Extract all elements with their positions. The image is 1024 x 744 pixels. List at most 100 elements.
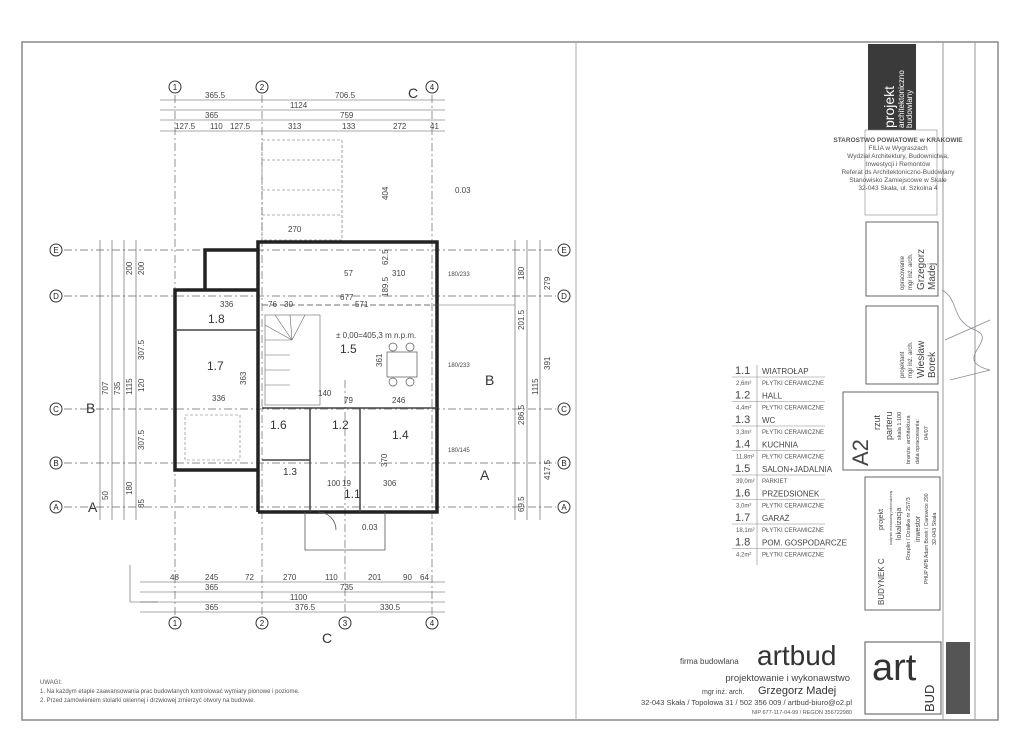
- section-mark: A: [88, 499, 98, 515]
- inner-dimensions: 336 76 30 677 571 57 310 189.5 62.5 404 …: [212, 186, 471, 532]
- location-value: Rzeplin / Działka nr 257/3: [906, 497, 912, 560]
- section-mark: B: [86, 400, 95, 416]
- room-label: 1.2: [332, 418, 349, 432]
- dim-label: 707: [101, 381, 110, 395]
- legend-room-name: KUCHNIA: [762, 441, 799, 450]
- dim-label: 0.03: [362, 523, 378, 532]
- axis-markers: [49, 80, 571, 630]
- dim-label: 735: [340, 583, 354, 592]
- firm-address: 32-043 Skała / Topolowa 31 / 502 356 009…: [641, 698, 852, 707]
- designer-name: Wiesław: [916, 340, 927, 378]
- legend-room-number: 1.2: [735, 390, 750, 402]
- investor-city: 32-043 Skała: [932, 512, 938, 545]
- dim-label: 270: [283, 573, 297, 582]
- room-label: 1.1: [344, 487, 361, 501]
- designer-label: projektant: [900, 351, 906, 378]
- dim-label: 127.5: [230, 122, 251, 131]
- axis-label: 3: [343, 619, 348, 628]
- dim-label: 365: [205, 583, 219, 592]
- project-label: projekt: [878, 509, 885, 530]
- designer-box: [865, 305, 939, 385]
- dim-label: 19: [342, 479, 351, 488]
- legend-room-floor: PŁYTKI CERAMICZNE: [762, 381, 824, 387]
- stamp-line: STAROSTWO POWIATOWE w KRAKOWIE: [833, 137, 963, 144]
- dim-label: 85: [137, 499, 146, 508]
- title-strip: projekt architektoniczno budowlany STARO…: [833, 44, 991, 611]
- legend-room-number: 1.1: [735, 365, 750, 377]
- section-marks: C C B B A A: [86, 85, 494, 646]
- legend-room-area: 4,4m²: [736, 406, 751, 412]
- logo-text: BUD: [922, 685, 937, 712]
- sheet-code: A2: [848, 439, 873, 466]
- firm-block: firma budowlana artbud projektowanie i w…: [641, 640, 970, 716]
- room-label: 1.8: [208, 312, 225, 326]
- legend-room-name: WIATROŁAP: [762, 367, 809, 376]
- dim-label: 76: [268, 300, 277, 309]
- dim-label: 72: [245, 573, 254, 582]
- section-mark: A: [480, 467, 490, 483]
- dim-label: 180/233: [448, 272, 470, 278]
- legend-room-number: 1.4: [735, 439, 750, 451]
- legend-room-name: WC: [762, 416, 776, 425]
- dim-label: 279: [543, 276, 552, 290]
- stamp-line: Wydział Architektury, Budownictwa,: [847, 153, 949, 160]
- legend-room-number: 1.8: [735, 537, 750, 549]
- dim-label: 180: [125, 481, 134, 495]
- axis-label: A: [561, 503, 567, 512]
- dim-label: 361: [375, 353, 384, 367]
- project-type-text: architektoniczno: [897, 70, 906, 128]
- section-mark: B: [485, 372, 494, 388]
- legend-room-area: 4,2m²: [736, 553, 751, 559]
- axis-label: 1: [173, 619, 178, 628]
- axis-label: 2: [260, 83, 265, 92]
- prepared-label: opracowanie: [900, 255, 906, 290]
- left-dimensions: 200 200 307.5 120 307.5 180 85 707 735 1…: [101, 261, 146, 508]
- legend-room-name: SALON+JADALNIA: [762, 465, 833, 474]
- axis-label: B: [53, 459, 58, 468]
- dim-label: 330.5: [380, 603, 401, 612]
- dim-label: 200: [137, 261, 146, 275]
- legend-room-area: 2,6m²: [736, 381, 751, 387]
- legend-room-floor: PŁYTKI CERAMICZNE: [762, 504, 824, 510]
- dim-label: 79: [344, 396, 353, 405]
- sheet-date: 04/07: [924, 426, 930, 440]
- dim-label: 759: [340, 111, 354, 120]
- building-name: BUDYNEK C: [877, 558, 886, 605]
- stamp-line: 32-043 Skała, ul. Szkolna 4: [858, 185, 938, 192]
- dim-label: 1100: [290, 593, 308, 602]
- top-dimensions: 365.5 706.5 1124 365 759 127.5 110 127.5…: [175, 91, 439, 131]
- dim-label: 306: [383, 479, 397, 488]
- project-type-text: budowlany: [905, 90, 914, 128]
- exterior-walls: [173, 240, 439, 514]
- entrance-porch: [304, 511, 386, 551]
- stamp-line: Referat ds Architektoniczno-Budowlany: [841, 169, 955, 176]
- sheet-branch: branża: architektura: [906, 414, 912, 464]
- room-label: 1.5: [340, 342, 357, 356]
- dim-label: 245: [205, 573, 219, 582]
- dim-label: 180: [517, 266, 526, 280]
- note-item: 1. Na każdym etapie zaawansowania prac b…: [40, 689, 300, 695]
- notes-title: UWAGI:: [40, 680, 62, 686]
- dim-label: 336: [220, 300, 234, 309]
- room-labels: 1.1 1.2 1.3 1.4 1.5 1.6 1.7 1.8: [207, 312, 409, 501]
- dim-label: 365.5: [205, 91, 226, 100]
- dim-label: 706.5: [335, 91, 356, 100]
- dim-label: 363: [239, 371, 248, 385]
- firm-ids: NIP 677-117-04-99 / REGON 356722980: [752, 710, 852, 716]
- dim-label: 571: [355, 300, 369, 309]
- dim-label: 140: [318, 389, 332, 398]
- legend-room-floor: PŁYTKI CERAMICZNE: [762, 430, 824, 436]
- legend-room-number: 1.3: [735, 414, 750, 426]
- notes: UWAGI: 1. Na każdym etapie zaawansowania…: [40, 680, 300, 704]
- dining-table: [386, 342, 418, 387]
- dim-label: 41: [430, 122, 439, 131]
- dim-label: 69.5: [517, 496, 526, 512]
- section-mark: C: [322, 630, 332, 646]
- room-label: 1.6: [270, 418, 287, 432]
- legend-room-number: 1.7: [735, 512, 750, 524]
- legend-room-number: 1.6: [735, 488, 750, 500]
- dim-label: 64: [420, 573, 429, 582]
- investor-label: inwestor: [915, 515, 922, 542]
- room-label: 1.3: [283, 467, 297, 478]
- dim-label: 677: [340, 293, 354, 302]
